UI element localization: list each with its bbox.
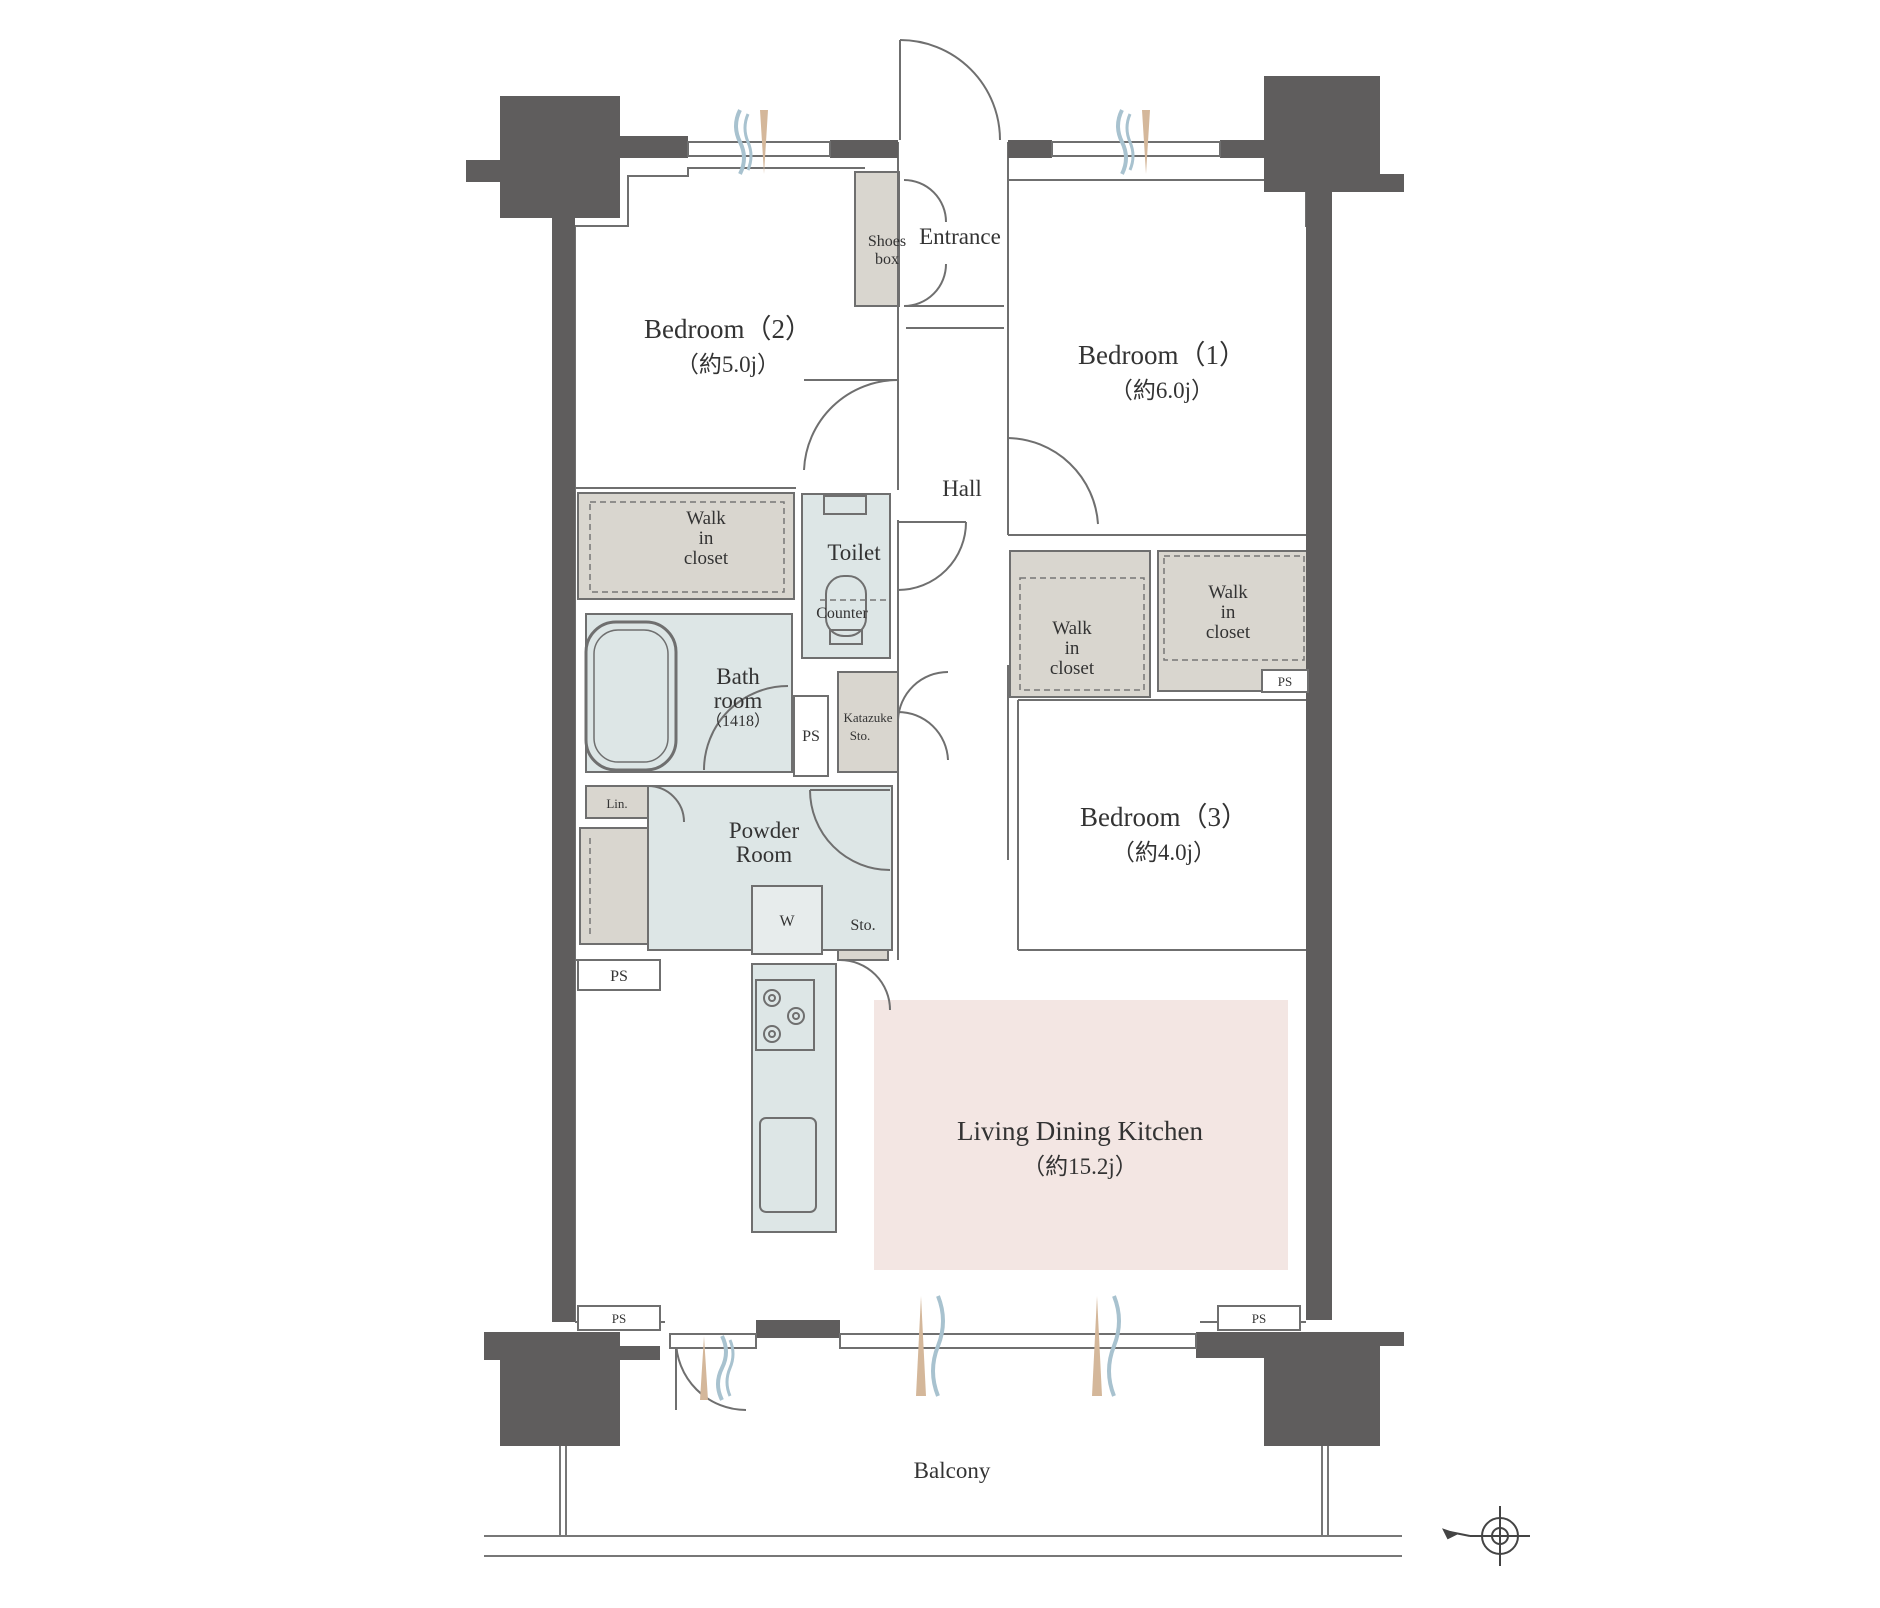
balcony-railing: [484, 1446, 1402, 1557]
hall-label: Hall: [942, 476, 982, 501]
wic-right-3: closet: [1206, 622, 1251, 643]
toilet-fixture: [823, 495, 867, 645]
sto-label: Sto.: [850, 917, 875, 934]
storage-fills: [577, 171, 1311, 961]
counter-label: Counter: [816, 605, 868, 622]
ldk-area: [874, 1000, 1288, 1270]
wic-left-1: Walk: [686, 508, 726, 529]
ps-bottom-right-label: PS: [1252, 1311, 1266, 1326]
bath-label-1: Bath: [716, 664, 760, 689]
bedroom2-name: Bedroom（2）: [644, 314, 812, 344]
bath-label-2: room: [714, 688, 763, 713]
toilet-label: Toilet: [827, 540, 881, 565]
ps-bottom-left-label: PS: [612, 1311, 626, 1326]
wic-mid-3: closet: [1050, 658, 1095, 679]
bedroom1-name: Bedroom（1）: [1078, 340, 1246, 370]
bathtub: [584, 620, 678, 772]
wic-right-2: in: [1221, 602, 1236, 623]
ps-boxes: [577, 669, 1309, 1331]
balcony-label: Balcony: [914, 1458, 991, 1483]
entrance-label: Entrance: [919, 224, 1001, 249]
walk-in-closet-right: [1157, 550, 1311, 692]
katazuke-label-1: Katazuke: [843, 710, 892, 725]
bedroom3-name: Bedroom（3）: [1080, 802, 1248, 832]
bath-size: （1418）: [706, 712, 770, 730]
bedroom3-area: （約4.0j）: [1112, 840, 1216, 865]
lin-label: Lin.: [606, 796, 627, 811]
dashed-lines: [589, 501, 1305, 936]
ldk-area-label: （約15.2j）: [1022, 1154, 1138, 1179]
katazuke-label-2: Sto.: [850, 728, 871, 743]
stove-icon: [755, 979, 815, 1051]
ps-bath-label: PS: [802, 728, 820, 745]
ldk-name: Living Dining Kitchen: [957, 1116, 1203, 1146]
room-labels: Bedroom（2） （約5.0j） Bedroom（1） （約6.0j） Be…: [644, 224, 1248, 1483]
shoes-box: [854, 171, 900, 307]
ps-bed3-label: PS: [1278, 674, 1292, 689]
storage-labels: Shoes box Walk in closet Walk in closet …: [606, 233, 1292, 1326]
structural-walls: [466, 76, 1404, 1446]
wic-left-2: in: [699, 528, 714, 549]
katazuke-storage: [837, 671, 899, 773]
compass-icon: [1442, 1506, 1530, 1566]
ps-bath: [793, 695, 829, 777]
powder-label-2: Room: [736, 842, 792, 867]
washer: [751, 885, 823, 955]
powder-label-1: Powder: [729, 818, 800, 843]
wic-mid-1: Walk: [1052, 618, 1092, 639]
wic-mid-2: in: [1065, 638, 1080, 659]
washer-label: W: [779, 913, 795, 930]
bedroom1-area: （約6.0j）: [1110, 378, 1214, 403]
doors: [647, 39, 1099, 1411]
walk-in-closet-left: [577, 492, 795, 600]
vanity-counter: [579, 827, 651, 945]
wic-right-1: Walk: [1208, 582, 1248, 603]
bedroom2-area: （約5.0j）: [676, 352, 780, 377]
linen-storage: [585, 785, 649, 819]
kitchen-sink: [759, 1117, 817, 1213]
windows: [669, 141, 1221, 1349]
ps-left-mid-label: PS: [610, 968, 628, 985]
wic-left-3: closet: [684, 548, 729, 569]
shoes-label-2: box: [875, 251, 899, 268]
walk-in-closet-mid: [1009, 550, 1151, 698]
shoes-label-1: Shoes: [868, 233, 906, 250]
breeze-icons: [700, 109, 1150, 1401]
